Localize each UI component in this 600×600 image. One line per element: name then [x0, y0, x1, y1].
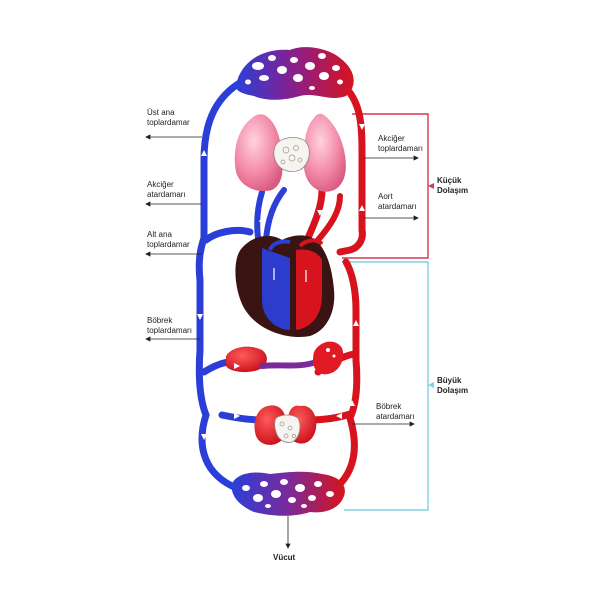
small-circulation-bracket [342, 113, 434, 259]
bobrek-toplardamari-label: Böbrek toplardamarı [147, 316, 192, 335]
label-line: Alt ana [147, 230, 172, 239]
kucuk-dolasim-label: Küçük Dolaşım [437, 176, 468, 195]
label-line: toplardamarı [378, 143, 423, 153]
kidneys [254, 405, 317, 445]
big-circulation-bracket [342, 261, 434, 511]
label-line: Küçük [437, 176, 462, 185]
label-line: toplardamarı [147, 325, 192, 335]
heart [235, 235, 335, 337]
akciger-atardamari-label: Akciğer atardamarı [147, 180, 186, 199]
alt-ana-toplardamar-label: Alt ana toplardamar [147, 230, 190, 249]
label-line: Akciğer [378, 134, 405, 143]
label-line: Böbrek [376, 402, 402, 411]
ust-ana-toplardamar-label: Üst ana toplardamar [147, 108, 190, 127]
lungs [234, 113, 346, 192]
label-line: Akciğer [147, 180, 174, 189]
label-line: Böbrek [147, 316, 173, 325]
label-line: atardamarı [376, 411, 415, 421]
digestive-organ [259, 341, 344, 375]
label-pointers [145, 134, 419, 549]
aort-atardamari-label: Aort atardamarı [378, 192, 417, 211]
alveoli-cluster [273, 137, 310, 172]
label-line: Aort [378, 192, 393, 201]
buyuk-dolasim-label: Büyük Dolaşım [437, 376, 468, 395]
lung-capillary-bed [236, 47, 354, 100]
label-line: toplardamar [147, 239, 190, 249]
label-line: Dolaşım [437, 385, 469, 395]
label-line: atardamarı [147, 189, 186, 199]
label-line: toplardamar [147, 117, 190, 127]
bobrek-atardamari-label: Böbrek atardamarı [376, 402, 415, 421]
flow-arrows [197, 124, 365, 440]
body-capillary-bed [231, 471, 345, 516]
pulmonary-vessels [254, 186, 343, 243]
label-line: Büyük [437, 376, 462, 385]
label-line: Dolaşım [437, 185, 469, 195]
vucut-label: Vücut [273, 553, 295, 563]
label-line: Üst ana [147, 108, 175, 117]
label-line: atardamarı [378, 201, 417, 211]
akciger-toplardamari-label: Akciğer toplardamarı [378, 134, 423, 153]
label-line: Vücut [273, 553, 296, 562]
